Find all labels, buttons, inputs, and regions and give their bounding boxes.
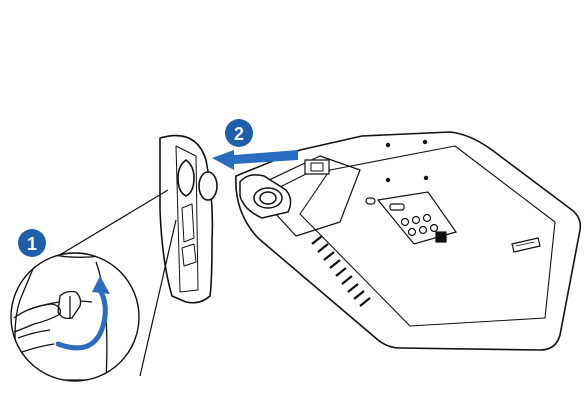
step-2-number: 2 [234,124,244,144]
step-1-badge: 1 [18,229,46,257]
step-1-number: 1 [27,234,37,254]
detail-zoom-circle [11,252,140,381]
step-2-badge: 2 [225,119,253,147]
monitor-base-stand [160,136,217,303]
